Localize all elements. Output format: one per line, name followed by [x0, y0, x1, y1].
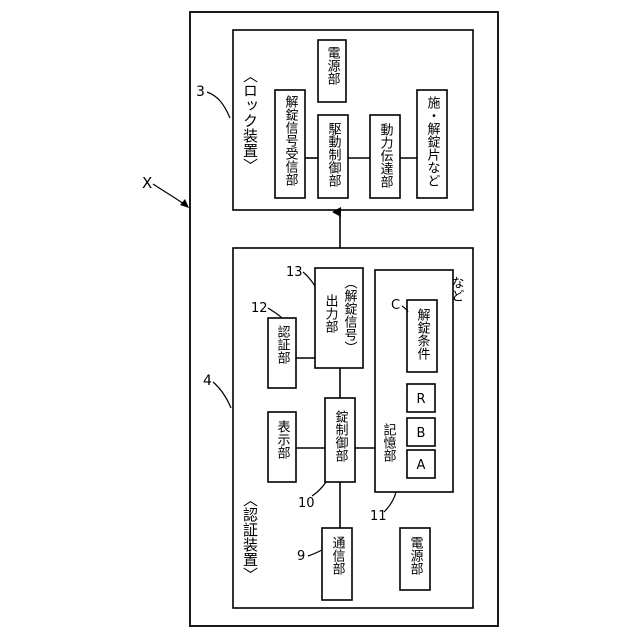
auth-unit-ref: 12 [251, 301, 268, 316]
power-transmission-label: 動力伝達部 [378, 123, 394, 188]
lock-device-title: 〈ロック装置〉 [241, 68, 259, 173]
comm-unit-label: 通信部 [330, 536, 346, 575]
latch-label: 施・解錠片など [425, 96, 441, 187]
unlock-condition-ref: C [391, 298, 400, 313]
unlock-condition-label: 解錠条件 [415, 308, 431, 360]
lock-device-ref: 3 [196, 84, 205, 100]
output-unit-ref: 13 [286, 265, 303, 280]
display-unit-label: 表示部 [275, 420, 291, 459]
auth-device-ref: 4 [203, 373, 212, 389]
system-ref-x-arrow [180, 199, 189, 208]
storage-label: 記憶部 [381, 422, 397, 462]
storage-etc-label: など [449, 276, 464, 302]
storage-cell-a-label: A [417, 458, 426, 473]
auth-device-title: 〈認証装置〉 [241, 492, 259, 582]
lock-power-label: 電源部 [325, 46, 341, 85]
storage-cell-r-label: R [416, 392, 425, 407]
auth-unit-label: 認証部 [275, 324, 291, 364]
lock-control-label: 錠制御部 [333, 410, 349, 462]
output-unit-label: 出力部 [323, 294, 339, 333]
drive-control-label: 駆動制御部 [326, 122, 342, 187]
lock-control-ref: 10 [298, 496, 315, 511]
storage-cell-b-label: B [417, 426, 426, 441]
unlock-receiver-label: 解錠信号受信部 [283, 95, 299, 186]
system-ref-x: X [142, 174, 152, 192]
comm-unit-ref: 9 [297, 549, 305, 564]
auth-power-label: 電源部 [408, 536, 424, 575]
output-unit-sublabel: （解錠信号） [342, 276, 358, 354]
